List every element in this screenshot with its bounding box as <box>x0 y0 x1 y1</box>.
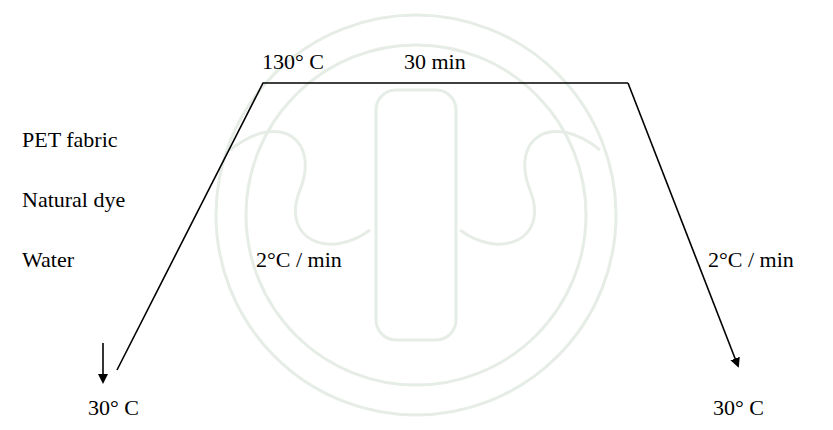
material-label: PET fabric <box>22 128 118 152</box>
profile-line <box>117 83 628 370</box>
rate-label: 2°C / min <box>708 248 794 272</box>
load-arrow <box>102 343 104 382</box>
watermark-seal <box>216 15 616 415</box>
time-label: 30 min <box>404 50 466 74</box>
rate-label: 2°C / min <box>256 248 342 272</box>
material-label: Natural dye <box>22 188 125 212</box>
cooling-arrow <box>628 83 738 366</box>
temperature-label: 30° C <box>88 396 139 420</box>
temperature-label: 30° C <box>713 396 764 420</box>
temperature-label: 130° C <box>262 50 324 74</box>
material-label: Water <box>22 248 74 272</box>
